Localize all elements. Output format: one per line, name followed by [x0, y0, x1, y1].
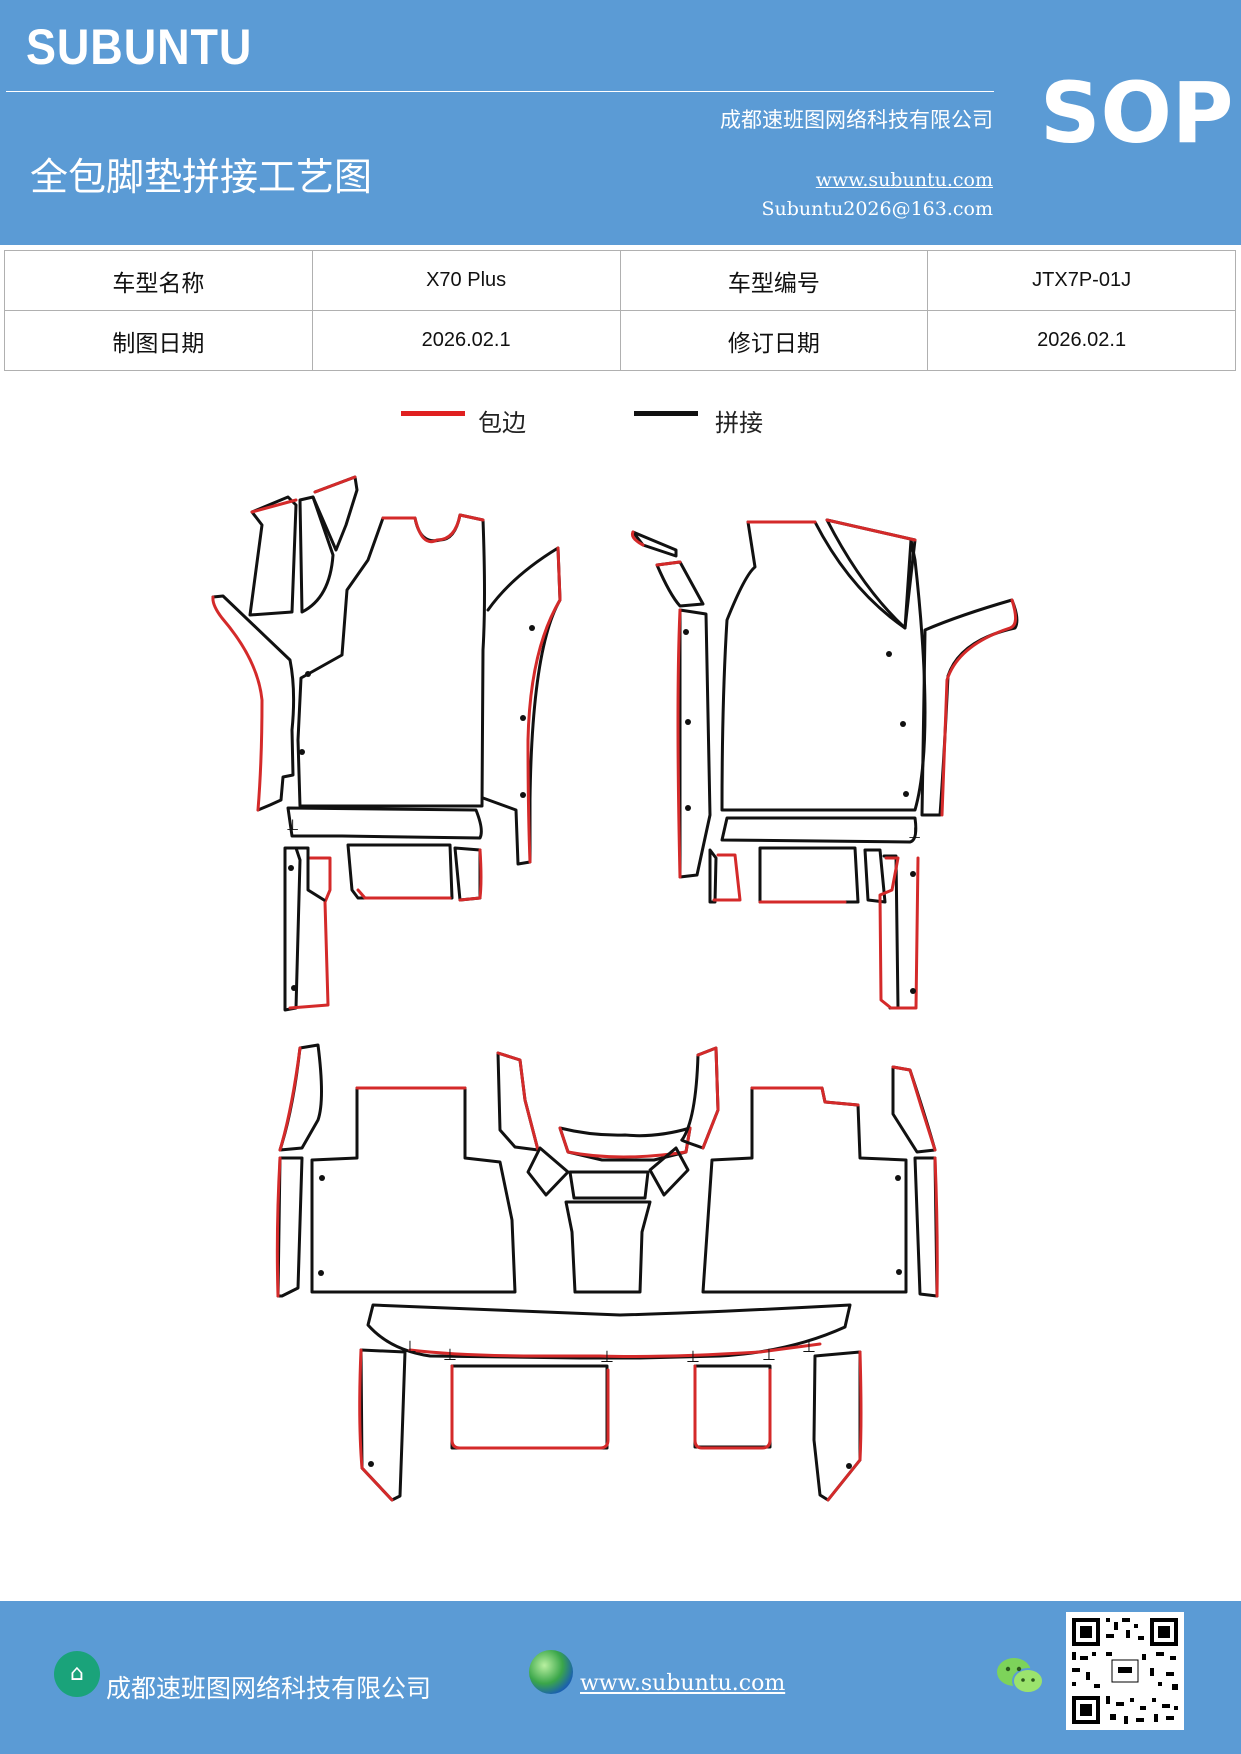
- legend-seam-label: 拼接: [715, 409, 763, 437]
- draw-date-label: 制图日期: [4, 310, 313, 371]
- table-row: 车型名称 X70 Plus 车型编号 JTX7P-01J: [4, 250, 1236, 311]
- svg-text:⊥: ⊥: [908, 824, 921, 842]
- qr-code[interactable]: [1066, 1612, 1184, 1730]
- legend-edge-label: 包边: [478, 409, 526, 437]
- table-row: 制图日期 2026.02.1 修订日期 2026.02.1: [4, 310, 1236, 371]
- legend-edge-swatch: [401, 411, 465, 416]
- email-address: Subuntu2026@163.com: [761, 198, 993, 220]
- header-divider: [6, 91, 994, 92]
- model-code-value: JTX7P-01J: [927, 250, 1236, 311]
- svg-text:⊥: ⊥: [686, 1347, 700, 1366]
- wechat-icon: [997, 1658, 1044, 1694]
- model-code-label: 车型编号: [619, 250, 929, 311]
- model-name-label: 车型名称: [4, 250, 313, 311]
- vehicle-info-table: 车型名称 X70 Plus 车型编号 JTX7P-01J 制图日期 2026.0…: [4, 250, 1236, 371]
- footer-company: 成都速班图网络科技有限公司: [106, 1674, 432, 1703]
- legend-seam-swatch: [634, 411, 698, 416]
- model-name-value: X70 Plus: [311, 250, 621, 311]
- svg-text:⊥: ⊥: [403, 1337, 417, 1356]
- footer-website-link[interactable]: www.subuntu.com: [580, 1671, 786, 1696]
- header-banner: SUBUNTU 成都速班图网络科技有限公司 全包脚垫拼接工艺图 www.subu…: [0, 0, 1241, 245]
- revise-date-label: 修订日期: [619, 310, 929, 371]
- draw-date-value: 2026.02.1: [311, 310, 621, 371]
- brand-logo: SUBUNTU: [26, 19, 253, 75]
- sop-badge: SOP: [1040, 64, 1234, 162]
- globe-icon: [529, 1650, 573, 1694]
- document-title: 全包脚垫拼接工艺图: [30, 155, 373, 199]
- website-link[interactable]: www.subuntu.com: [815, 169, 993, 191]
- rear-mat-group: ⊥ ⊥ ⊥ ⊥ ⊥ ⊥: [275, 1043, 939, 1502]
- svg-text:⊥: ⊥: [443, 1345, 457, 1364]
- building-icon: ⌂: [54, 1651, 100, 1697]
- svg-text:⊥: ⊥: [802, 1337, 816, 1356]
- svg-text:⊥: ⊥: [286, 816, 299, 834]
- revise-date-value: 2026.02.1: [927, 310, 1236, 371]
- passenger-mat-group: ⊥: [631, 518, 1019, 1010]
- svg-text:⊥: ⊥: [600, 1347, 614, 1366]
- company-name: 成都速班图网络科技有限公司: [720, 108, 993, 132]
- driver-mat-group: ⊥: [211, 475, 562, 1012]
- footer-banner: ⌂ 成都速班图网络科技有限公司 www.subuntu.com: [0, 1601, 1241, 1754]
- svg-text:⊥: ⊥: [762, 1345, 776, 1364]
